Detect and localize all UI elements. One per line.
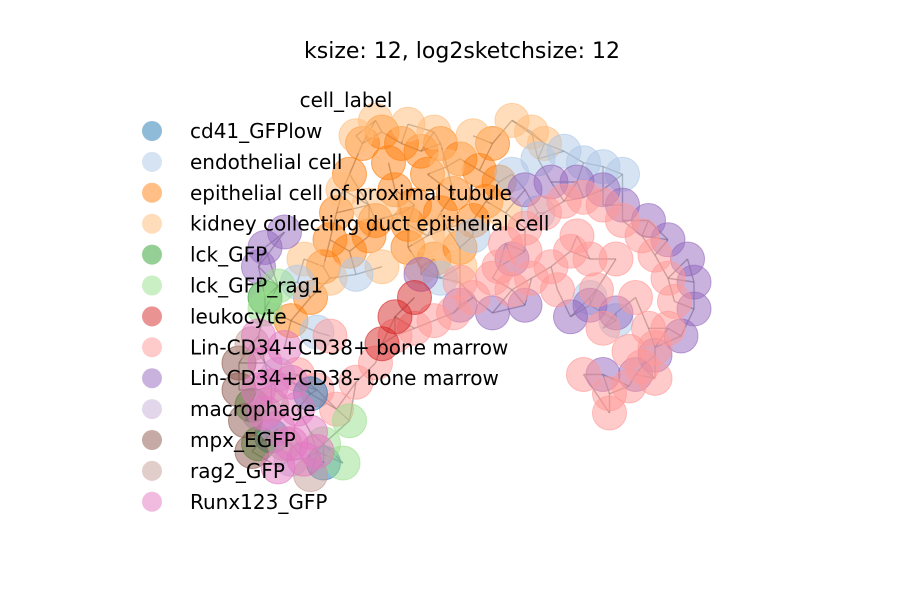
series-lin-cd34-cd38-bone-marrow [280, 179, 692, 431]
legend-label: epithelial cell of proximal tubule [190, 181, 512, 205]
data-point [338, 256, 374, 292]
legend-entry: epithelial cell of proximal tubule [142, 181, 512, 205]
legend-marker [142, 368, 162, 389]
legend-label: macrophage [190, 397, 315, 421]
legend-entry: kidney collecting duct epithelial cell [142, 212, 549, 236]
data-point [332, 403, 367, 439]
legend-entry: Runx123_GFP [142, 490, 327, 514]
legend-label: rag2_GFP [190, 459, 285, 483]
data-point [325, 172, 361, 208]
legend-marker [142, 275, 162, 296]
legend-marker [142, 182, 162, 203]
data-point [377, 299, 413, 335]
legend-entry: lck_GFP_rag1 [142, 274, 323, 298]
legend-items: cd41_GFPlow endothelial cell epithelial ce… [142, 119, 549, 514]
legend-marker [142, 399, 162, 420]
data-point [540, 272, 575, 308]
data-point [267, 330, 302, 366]
legend-label: Lin-CD34+CD38- bone marrow [190, 366, 499, 390]
legend-marker [142, 151, 162, 172]
data-point [312, 318, 348, 354]
legend-entry: mpx_EGFP [142, 428, 296, 452]
data-point [637, 360, 673, 396]
data-point [273, 364, 309, 400]
data-point [384, 195, 419, 231]
legend-entry: macrophage [142, 397, 315, 421]
legend-marker [142, 306, 162, 327]
legend-marker [142, 430, 162, 450]
data-point [579, 272, 614, 308]
legend-label: mpx_EGFP [190, 428, 296, 452]
series-kidney-collecting-duct-epithelial-cell [286, 102, 562, 296]
legend-marker [142, 460, 162, 481]
legend-label: endothelial cell [190, 150, 342, 174]
data-point [260, 268, 296, 304]
data-point [312, 222, 348, 258]
data-point [371, 145, 406, 181]
legend-entry: endothelial cell [142, 150, 342, 174]
legend-marker [142, 213, 162, 234]
data-point [442, 264, 478, 300]
data-point [299, 434, 335, 469]
legend-marker [142, 244, 162, 265]
data-point [267, 214, 302, 250]
chart-title: ksize: 12, log2sketchsize: 12 [304, 39, 620, 64]
data-point [611, 333, 647, 369]
data-point [618, 280, 653, 315]
legend-marker [142, 337, 162, 358]
data-point [429, 149, 465, 185]
legend-entry: leukocyte [142, 304, 287, 328]
legend-label: Runx123_GFP [190, 490, 327, 514]
legend-entry: lck_GFP [142, 243, 267, 267]
data-point [585, 310, 621, 346]
series-runx123-gfp [241, 318, 335, 485]
data-point [559, 218, 595, 254]
legend-label: lck_GFP [190, 243, 267, 267]
data-point [481, 249, 517, 285]
legend-label: cd41_GFPlow [190, 119, 322, 143]
series-leukocyte [364, 280, 432, 362]
data-point [566, 357, 601, 392]
data-point [507, 233, 543, 269]
data-point [598, 241, 634, 277]
data-point [338, 364, 374, 400]
data-point [416, 114, 452, 150]
legend-marker [142, 121, 162, 141]
legend-label: kidney collecting duct epithelial cell [190, 212, 549, 236]
legend-title: cell_label [300, 88, 393, 112]
legend-label: lck_GFP_rag1 [190, 274, 323, 298]
legend-entry: rag2_GFP [142, 459, 285, 483]
legend: cell_label cd41_GFPlow endothelial cell ep… [142, 88, 549, 514]
legend-label: leukocyte [190, 304, 287, 328]
data-point [631, 310, 666, 346]
legend-entry: Lin-CD34+CD38- bone marrow [142, 366, 499, 390]
data-point [592, 395, 627, 431]
data-point [455, 118, 491, 154]
data-point [260, 449, 296, 485]
legend-label: Lin-CD34+CD38+ bone marrow [190, 335, 508, 359]
legend-entry: cd41_GFPlow [142, 119, 322, 143]
legend-entry: Lin-CD34+CD38+ bone marrow [142, 335, 508, 359]
node-layer [221, 102, 712, 493]
legend-marker [142, 491, 162, 512]
